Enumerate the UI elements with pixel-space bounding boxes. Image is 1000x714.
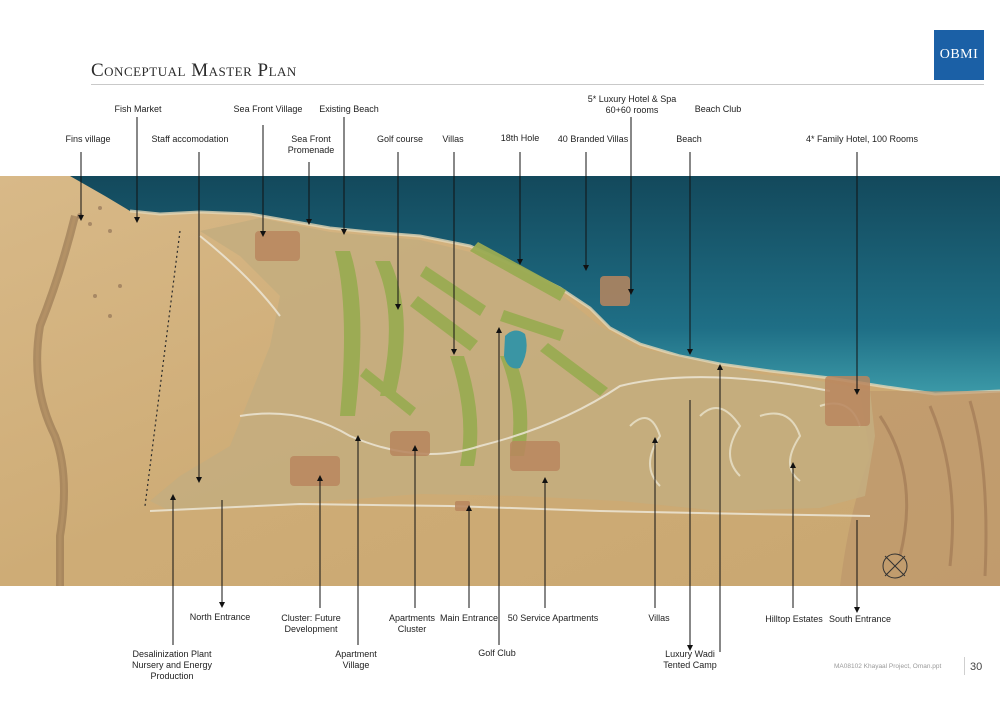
label-cluster-line1: Cluster: Future	[281, 613, 341, 623]
label-villas-top: Villas	[442, 134, 464, 144]
label-luxury-hotel: 5* Luxury Hotel & Spa 60+60 rooms	[588, 94, 677, 116]
label-apartment-village-line2: Village	[342, 660, 370, 670]
label-branded-villas: 40 Branded Villas	[557, 134, 629, 144]
golf-fairways	[335, 242, 608, 466]
footer-reference: MA08102 Khayaal Project, Oman.ppt	[834, 663, 942, 670]
label-north-entrance: North Entrance	[189, 612, 251, 622]
golf-lake	[504, 330, 527, 369]
label-golf-club: Golf Club	[478, 648, 516, 658]
label-apartment-village: Apartment Village	[335, 649, 377, 671]
label-wadi-line2: Tented Camp	[663, 660, 717, 670]
label-cluster-line2: Development	[284, 624, 338, 634]
label-beach: Beach	[676, 134, 702, 144]
label-18th-hole: 18th Hole	[500, 133, 540, 143]
label-apartments-cluster-line1: Apartments	[388, 613, 436, 623]
label-staff-accommodation: Staff accomodation	[151, 134, 229, 144]
label-fins-village: Fins village	[65, 134, 111, 144]
label-villas-bottom: Villas	[648, 613, 670, 623]
site-boundary	[144, 230, 181, 507]
label-sea-front-promenade-line2: Promenade	[287, 145, 335, 155]
label-existing-beach: Existing Beach	[319, 104, 379, 114]
label-luxury-wadi-tented-camp: Luxury Wadi Tented Camp	[663, 649, 717, 671]
label-sea-front-village: Sea Front Village	[233, 104, 303, 114]
footer-divider	[964, 657, 965, 675]
label-south-entrance: South Entrance	[828, 614, 892, 624]
compass-icon	[882, 553, 908, 579]
label-desal-line1: Desalinization Plant	[132, 649, 212, 659]
label-apartments-cluster-line2: Cluster	[397, 624, 427, 634]
label-family-hotel: 4* Family Hotel, 100 Rooms	[805, 134, 919, 144]
title-divider	[91, 84, 984, 85]
obmi-logo: OBMI	[934, 30, 984, 80]
label-sea-front-promenade-line1: Sea Front	[291, 134, 331, 144]
label-desal-line2: Nursery and Energy	[131, 660, 213, 670]
label-service-apartments: 50 Service Apartments	[507, 613, 599, 623]
label-luxury-hotel-line1: 5* Luxury Hotel & Spa	[587, 94, 677, 104]
label-apartment-village-line1: Apartment	[335, 649, 377, 659]
page-title: Conceptual Master Plan	[91, 60, 297, 81]
site-roads	[149, 235, 871, 517]
label-main-entrance: Main Entrance	[439, 613, 499, 623]
label-desalinization-plant: Desalinization Plant Nursery and Energy …	[132, 649, 212, 682]
label-cluster-future-development: Cluster: Future Development	[281, 613, 341, 635]
label-golf-course: Golf course	[376, 134, 424, 144]
label-luxury-hotel-line2: 60+60 rooms	[605, 105, 659, 115]
label-hilltop-estates: Hilltop Estates	[765, 614, 823, 624]
label-fish-market: Fish Market	[114, 104, 162, 114]
east-mountains	[840, 391, 1000, 586]
label-desal-line3: Production	[150, 671, 194, 681]
site-plan-image	[0, 176, 1000, 586]
sea-area	[70, 176, 1000, 394]
label-beach-club: Beach Club	[694, 104, 742, 114]
label-wadi-line1: Luxury Wadi	[665, 649, 715, 659]
label-sea-front-promenade: Sea Front Promenade	[288, 134, 335, 156]
label-apartments-cluster: Apartments Cluster	[389, 613, 435, 635]
page-number: 30	[970, 661, 983, 673]
